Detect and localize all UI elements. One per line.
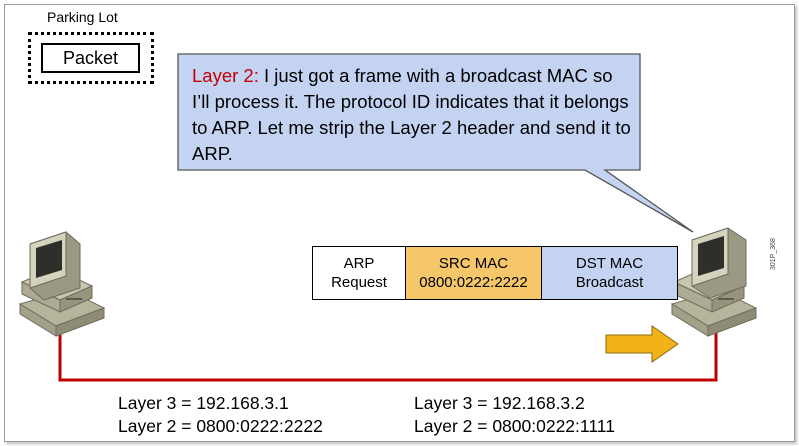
frame-field-src-value: 0800:0222:2222 [419, 274, 528, 291]
ethernet-frame: ARP Request SRC MAC 0800:0222:2222 DST M… [312, 246, 678, 300]
direction-arrow-icon [605, 325, 679, 363]
callout-lead: Layer 2: [192, 65, 259, 86]
callout-text: Layer 2: I just got a frame with a broad… [192, 63, 632, 167]
left-host-addresses: Layer 3 = 192.168.3.1 Layer 2 = 0800:022… [118, 392, 323, 438]
left-host-layer2: Layer 2 = 0800:0222:2222 [118, 416, 323, 436]
left-computer-icon [18, 231, 106, 337]
frame-field-src-mac: SRC MAC 0800:0222:2222 [405, 247, 541, 299]
frame-field-dst-value: Broadcast [575, 274, 644, 291]
packet-box: Packet [41, 43, 140, 73]
parking-lot-box [28, 32, 154, 84]
frame-field-arp-title: ARP [343, 255, 375, 272]
callout-bubble [177, 53, 694, 233]
callout-body: I just got a frame with a broadcast MAC … [192, 65, 631, 164]
right-host-layer3: Layer 3 = 192.168.3.2 [414, 393, 585, 413]
frame-field-dst-title: DST MAC [575, 255, 644, 272]
figure-id: 301P_368 [770, 238, 777, 270]
frame-field-arp-value: Request [331, 274, 387, 291]
frame-field-dst-mac: DST MAC Broadcast [541, 247, 677, 299]
frame-field-arp: ARP Request [313, 247, 405, 299]
network-link-line [58, 332, 718, 382]
right-host-layer2: Layer 2 = 0800:0222:1111 [414, 416, 615, 436]
parking-lot-label: Parking Lot [47, 9, 118, 25]
left-host-layer3: Layer 3 = 192.168.3.1 [118, 393, 289, 413]
right-computer-icon [670, 227, 758, 337]
frame-field-src-title: SRC MAC [438, 255, 509, 272]
right-host-addresses: Layer 3 = 192.168.3.2 Layer 2 = 0800:022… [414, 392, 615, 438]
